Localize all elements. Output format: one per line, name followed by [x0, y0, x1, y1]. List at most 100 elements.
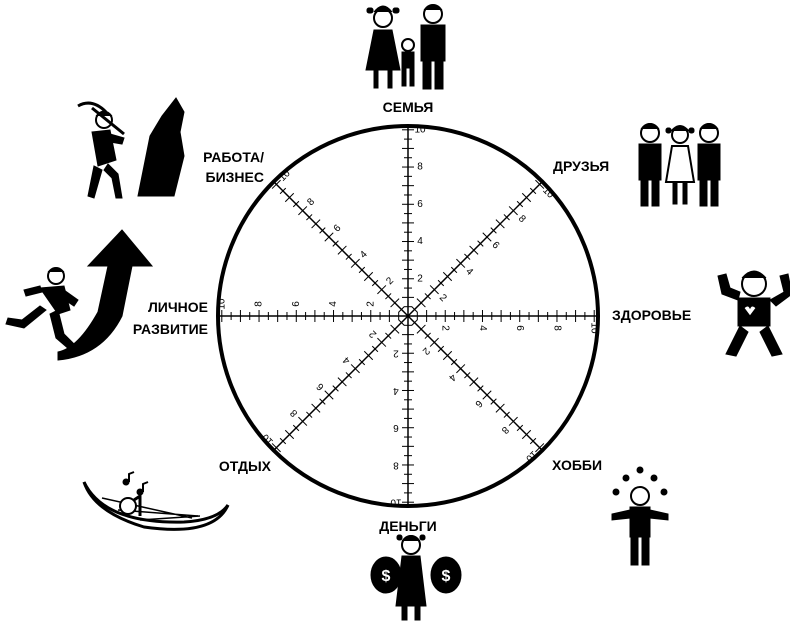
tick-label-hobby: 8 — [499, 424, 511, 436]
tick-label-health: 4 — [477, 325, 488, 331]
tick-rest — [363, 350, 374, 361]
tick-work — [345, 253, 352, 260]
tick-label-family: 4 — [417, 236, 423, 247]
tick-rest — [377, 337, 387, 347]
label-friends: ДРУЗЬЯ — [553, 158, 609, 174]
strongman-icon — [717, 270, 790, 357]
tick-work — [363, 271, 374, 282]
tick-friends — [490, 227, 497, 234]
tick-label-personal-growth: 8 — [254, 301, 265, 307]
tick-work — [385, 293, 392, 300]
label-hobby: ХОББИ — [552, 457, 602, 473]
tick-label-personal-growth: 10 — [216, 298, 227, 310]
tick-rest — [306, 411, 313, 418]
tick-label-rest: 6 — [314, 380, 326, 392]
spoke-axis-work — [273, 181, 409, 317]
tick-label-friends: 4 — [463, 266, 475, 278]
label-work-line1: РАБОТА/ — [203, 149, 264, 165]
label-personal-growth-line1: ЛИЧНОЕ — [148, 299, 208, 315]
tick-rest — [292, 424, 300, 432]
tick-hobby — [490, 398, 497, 405]
tick-friends — [495, 219, 505, 229]
tick-hobby — [503, 411, 510, 418]
tick-friends — [535, 179, 545, 189]
tick-work — [324, 232, 334, 242]
label-money: ДЕНЬГИ — [379, 518, 436, 534]
tick-label-hobby: 2 — [420, 345, 432, 357]
tick-hobby — [508, 416, 518, 426]
tick-rest — [385, 332, 392, 339]
tick-friends — [442, 271, 453, 282]
tick-rest — [350, 364, 360, 374]
tick-label-hobby: 6 — [472, 398, 484, 410]
tick-hobby — [495, 403, 505, 413]
tick-work — [398, 306, 405, 313]
tick-work — [332, 240, 339, 247]
svg-text:$: $ — [442, 568, 451, 585]
tick-label-rest: 2 — [367, 328, 379, 340]
tick-label-work: 2 — [384, 275, 396, 287]
tick-work — [284, 192, 295, 203]
tick-hobby — [477, 385, 484, 392]
label-rest: ОТДЫХ — [219, 458, 272, 474]
miner-pickaxe-icon — [77, 97, 185, 199]
tick-label-money: 2 — [393, 348, 399, 359]
tick-work — [358, 266, 366, 274]
tick-label-health: 10 — [589, 322, 600, 334]
tick-rest — [311, 403, 321, 413]
tick-work — [337, 245, 347, 255]
tick-work — [292, 200, 300, 208]
tick-work — [271, 179, 281, 189]
tick-hobby — [469, 377, 479, 387]
tick-friends — [503, 214, 510, 221]
tick-rest — [371, 345, 379, 353]
tick-rest — [358, 358, 366, 366]
tick-work — [390, 298, 400, 308]
tick-rest — [298, 416, 308, 426]
tick-label-friends: 8 — [516, 213, 528, 225]
family-icon — [365, 4, 446, 90]
tick-rest — [398, 319, 405, 326]
tick-rest — [284, 429, 295, 440]
tick-label-friends: 2 — [437, 292, 449, 304]
spoke-axis-rest — [273, 315, 409, 451]
tick-hobby — [416, 324, 426, 334]
tick-work — [279, 187, 287, 195]
tick-hobby — [521, 429, 532, 440]
tick-hobby — [482, 390, 492, 400]
tick-hobby — [429, 337, 439, 347]
tick-hobby — [456, 364, 466, 374]
tick-friends — [411, 306, 418, 313]
label-work-line2: БИЗНЕС — [206, 169, 264, 185]
tick-label-health: 8 — [551, 325, 562, 331]
tick-label-family: 6 — [417, 199, 423, 210]
tick-label-money: 4 — [393, 385, 399, 396]
label-health: ЗДОРОВЬЕ — [612, 307, 691, 323]
tick-friends — [464, 253, 471, 260]
tick-friends — [477, 240, 484, 247]
tick-friends — [469, 245, 479, 255]
tick-hobby — [411, 319, 418, 326]
tick-label-money: 8 — [393, 459, 399, 470]
tick-friends — [508, 206, 518, 216]
tick-friends — [437, 279, 445, 287]
tick-label-family: 8 — [417, 162, 423, 173]
tick-rest — [390, 324, 400, 334]
spoke-axis-hobby — [407, 315, 543, 451]
tick-hobby — [464, 372, 471, 379]
tick-label-money: 6 — [393, 422, 399, 433]
tick-label-health: 6 — [514, 325, 525, 331]
tick-friends — [529, 187, 537, 195]
tick-label-friends: 6 — [490, 240, 502, 252]
tick-work — [298, 206, 308, 216]
tick-work — [319, 227, 326, 234]
tick-rest — [324, 390, 334, 400]
tick-friends — [456, 258, 466, 268]
tick-rest — [279, 437, 287, 445]
tick-rest — [271, 443, 281, 453]
spoke-axis-friends — [407, 181, 543, 317]
tick-label-hobby: 4 — [446, 371, 458, 383]
tick-work — [371, 279, 379, 287]
label-family: СЕМЬЯ — [383, 99, 434, 115]
